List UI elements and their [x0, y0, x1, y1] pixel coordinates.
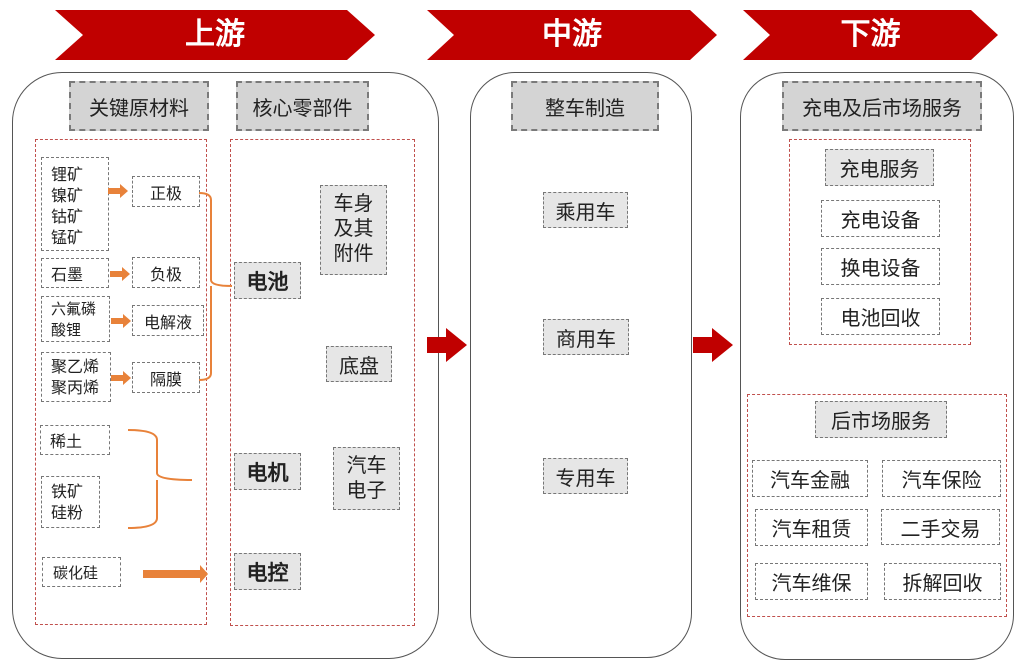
core-parts-header: 核心零部件 [236, 81, 369, 131]
service-label: 电池回收 [840, 306, 921, 330]
raw-materials-group [35, 139, 207, 625]
component-electrolyte: 电解液 [132, 305, 204, 336]
stage-title-midstream: 中游 [542, 17, 602, 52]
component-label: 隔膜 [149, 369, 182, 389]
material-source-anode: 石墨 [41, 258, 109, 288]
component-label: 负极 [149, 264, 182, 284]
material-source-electrolyte: 六氟磷 酸锂 [41, 296, 110, 342]
part-label: 及其 [333, 216, 374, 240]
charging-services-title: 充电服务 [825, 149, 934, 186]
core-part-controller: 电控 [234, 553, 301, 590]
material-label: 聚丙烯 [51, 378, 100, 397]
part-label: 底盘 [339, 353, 379, 378]
material-label: 铁矿 [51, 482, 84, 501]
charging-item: 充电设备 [821, 200, 940, 237]
core-part-motor: 电机 [234, 453, 301, 490]
aftermarket-item: 汽车金融 [752, 460, 868, 497]
service-label: 换电设备 [840, 256, 921, 280]
service-label: 汽车保险 [901, 468, 982, 492]
material-label: 石墨 [51, 265, 84, 284]
raw-materials-header: 关键原材料 [69, 81, 209, 131]
material-source-rare-earth: 稀土 [40, 425, 110, 455]
stage-banner-midstream: 中游 [427, 10, 717, 60]
component-label: 正极 [149, 183, 182, 203]
aftermarket-item: 汽车维保 [755, 563, 868, 600]
service-label: 二手交易 [900, 516, 981, 541]
core-part-battery: 电池 [234, 262, 301, 299]
aftermarket-item: 汽车租赁 [755, 509, 868, 546]
vehicle-type-label: 乘用车 [555, 199, 616, 224]
charging-item: 换电设备 [821, 248, 940, 285]
material-source-iron-silicon: 铁矿 硅粉 [41, 476, 100, 528]
part-label: 附件 [333, 241, 374, 265]
service-label: 拆解回收 [902, 571, 983, 595]
component-cathode: 正极 [132, 176, 200, 207]
component-separator: 隔膜 [132, 362, 200, 393]
part-label: 汽车 [346, 453, 387, 477]
aftermarket-services-title: 后市场服务 [815, 401, 947, 438]
charging-services-group [789, 139, 971, 345]
material-label: 碳化硅 [53, 563, 99, 582]
material-label: 稀土 [50, 432, 83, 451]
material-source-cathode: 锂矿 镍矿 钴矿 锰矿 [41, 157, 109, 251]
material-label: 聚乙烯 [51, 357, 100, 376]
component-anode: 负极 [132, 257, 200, 288]
part-auto-electronics: 汽车 电子 [333, 447, 400, 510]
chevron-banner-shape [427, 10, 717, 60]
service-label: 汽车租赁 [771, 517, 852, 541]
part-label: 车身 [333, 191, 374, 215]
material-label: 锂矿 [51, 165, 84, 184]
stage-banner-upstream: 上游 [55, 10, 375, 60]
service-label: 汽车金融 [770, 468, 850, 492]
material-source-silicon-carbide: 碳化硅 [42, 557, 121, 587]
charging-aftermarket-header: 充电及后市场服务 [782, 81, 982, 131]
vehicle-type-label: 专用车 [555, 465, 616, 490]
aftermarket-item: 汽车保险 [882, 460, 1001, 497]
vehicle-type-passenger: 乘用车 [543, 192, 628, 228]
material-label: 钴矿 [51, 207, 84, 226]
core-part-label: 电池 [246, 269, 289, 294]
material-source-separator: 聚乙烯 聚丙烯 [41, 352, 111, 402]
core-part-label: 电控 [246, 560, 289, 585]
group-title-label: 后市场服务 [831, 409, 931, 433]
material-label: 硅粉 [51, 503, 84, 522]
group-title-label: 充电服务 [839, 157, 920, 181]
chevron-banner-shape [743, 10, 998, 60]
flow-arrow-midstream-to-downstream [693, 328, 733, 362]
part-body-accessories: 车身 及其 附件 [320, 185, 387, 275]
midstream-panel [470, 72, 692, 658]
core-part-label: 电机 [246, 460, 289, 485]
stage-banner-downstream: 下游 [743, 10, 998, 60]
chevron-banner-shape [55, 10, 375, 60]
stage-title-downstream: 下游 [840, 17, 901, 52]
core-parts-group [230, 139, 415, 626]
aftermarket-item: 拆解回收 [884, 563, 1001, 600]
part-label: 电子 [346, 478, 387, 502]
vehicle-type-commercial: 商用车 [543, 319, 629, 355]
service-label: 汽车维保 [771, 571, 852, 595]
material-label: 六氟磷 [51, 300, 97, 318]
aftermarket-services-group [747, 394, 1007, 617]
component-label: 电解液 [143, 312, 192, 332]
service-label: 充电设备 [840, 208, 921, 232]
charging-item: 电池回收 [821, 298, 940, 335]
stage-title-upstream: 上游 [185, 17, 245, 52]
vehicle-type-special: 专用车 [543, 458, 628, 494]
downstream-panel [740, 72, 1014, 660]
vehicle-type-label: 商用车 [556, 326, 616, 351]
part-chassis: 底盘 [326, 346, 392, 382]
material-label: 锰矿 [51, 228, 84, 247]
vehicle-manufacturing-header: 整车制造 [511, 81, 659, 131]
material-label: 镍矿 [51, 186, 84, 205]
aftermarket-item: 二手交易 [881, 509, 1000, 545]
material-label: 酸锂 [51, 321, 82, 339]
